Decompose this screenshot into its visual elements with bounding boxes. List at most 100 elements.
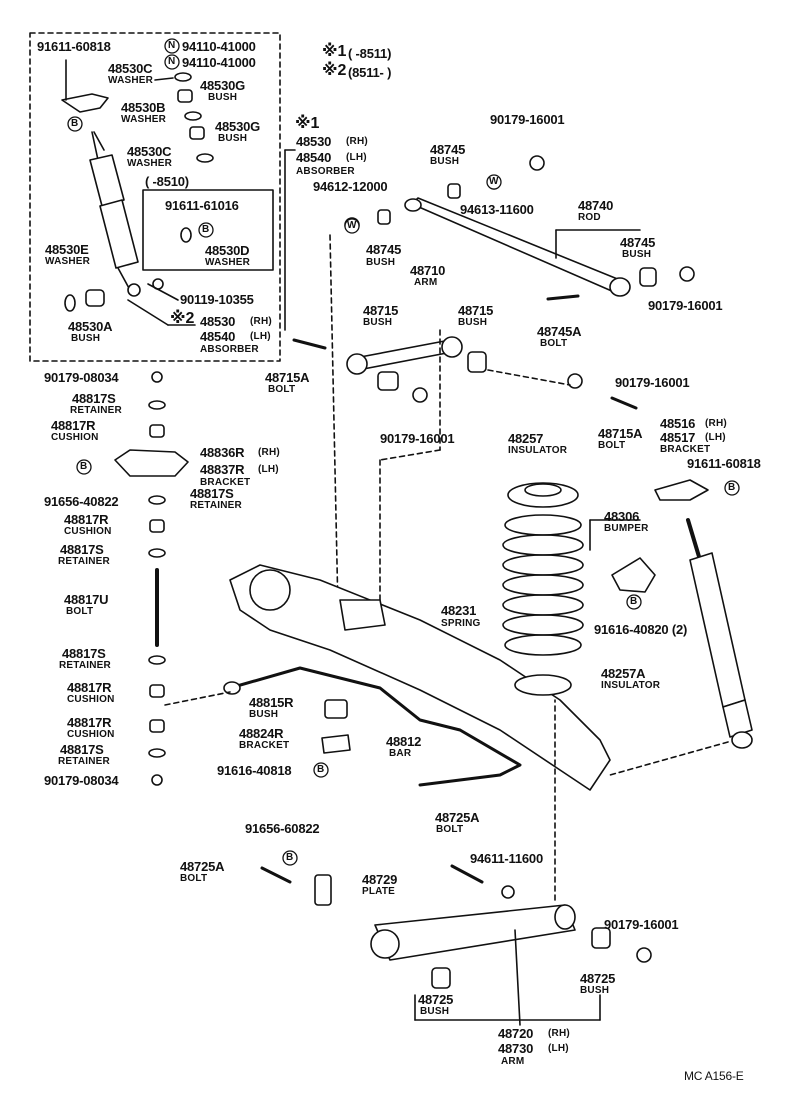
label-48530a: 48530A [68,319,113,334]
name-48725-r: BUSH [580,985,610,996]
label-48715a-r: 48715A [598,426,643,441]
bush-48745-b [377,209,391,225]
label-48530c-2: 48530C [127,144,172,159]
suffix-48517: (LH) [705,432,726,443]
label-48715-l: 48715 [363,303,399,318]
label-90179-16001-c: 90179-16001 [380,431,455,446]
name-48530c-2: WASHER [127,158,173,169]
label-90179-08034-a: 90179-08034 [44,370,119,385]
name-48715a-r: BOLT [598,440,626,451]
name-48231: SPRING [441,618,481,629]
name-48812: BAR [389,748,412,759]
name-48824r: BRACKET [239,740,290,751]
label-91616-40820: 91616-40820 (2) [594,622,688,637]
label-48720: 48720 [498,1026,534,1041]
name-48530e: WASHER [45,256,91,267]
label-91656-60822: 91656-60822 [245,821,320,836]
mark2-absorber: ※2 [170,310,195,327]
label-48817s-1: 48817S [72,391,116,406]
b-mark-label-3: B [80,461,88,472]
label-48817r-3: 48817R [67,680,112,695]
label-48725-l: 48725 [418,992,454,1007]
label-48257: 48257 [508,431,544,446]
rear-shock-absorber-drawing [686,518,753,749]
bolt-48745a [546,294,580,301]
bush-48530g-1 [177,89,193,103]
b-mark-1 [67,116,83,132]
nut-90179-e [636,947,652,963]
front-absorber-group-box [29,32,281,362]
bumper-48306 [611,557,656,593]
name-48817s-1: RETAINER [70,405,122,416]
label-48715-r: 48715 [458,303,494,318]
label-90179-16001-d: 90179-16001 [615,375,690,390]
name-48817u: BOLT [66,606,94,617]
name-48725a-l: BOLT [180,873,208,884]
suffix-48540-lh-2: (LH) [250,331,271,342]
stabilizer-link-stack [114,371,189,786]
name-48530g-2: BUSH [218,133,248,144]
stabilizer-bar-drawing [223,666,522,787]
label-48745-b: 48745 [366,242,402,257]
suffix-48530-rh-1: (RH) [346,136,368,147]
name-48720: ARM [501,1056,525,1067]
label-90119: 90119-10355 [180,292,254,307]
washer-48530c-1 [174,72,192,82]
inset-range: ( -8510) [145,174,189,189]
inset-box [142,189,274,271]
label-48306: 48306 [604,509,640,524]
label-48530d: 48530D [205,243,250,258]
legend-mark-1: ※1 [322,43,347,60]
label-94612: 94612-12000 [313,179,388,194]
b-mark-4 [724,480,740,496]
name-48817s-3: RETAINER [58,556,110,567]
bracket-48516 [654,479,709,501]
label-94613: 94613-11600 [460,202,534,217]
mark1-absorber: ※1 [295,115,320,132]
upper-mount-plate [61,93,109,113]
bush-48530g-2 [189,126,205,140]
name-bracket-l: BRACKET [200,477,251,488]
label-48817s-4: 48817S [62,646,106,661]
w-mark-label-1: W [489,176,499,187]
upper-arm-48710-drawing [346,336,463,375]
n-mark-1 [164,38,180,54]
suffix-48530-rh-2: (RH) [250,316,272,327]
label-91656-40822-a: 91656-40822 [44,494,119,509]
suffix-48837r: (LH) [258,464,279,475]
label-48815r: 48815R [249,695,294,710]
label-48725-r: 48725 [580,971,616,986]
n-mark-label-2: N [168,56,176,67]
label-91611-61016: 91611-61016 [165,198,239,213]
label-94611: 94611-11600 [470,851,543,866]
washer-48530e [64,294,76,312]
diagram-code: MC A156-E [684,1069,744,1083]
label-48740: 48740 [578,198,614,213]
b-mark-label-4: B [728,482,736,493]
suffix-48720: (RH) [548,1028,570,1039]
b-mark-2 [198,222,214,238]
label-91616-40818: 91616-40818 [217,763,292,778]
name-48715-r: BUSH [458,317,488,328]
front-shock-absorber-drawing [89,131,141,297]
name-48530c-1: WASHER [108,75,154,86]
lateral-rod-drawing [404,197,631,297]
label-48530e: 48530E [45,242,89,257]
name-48725a-t: BOLT [436,824,464,835]
name-48257: INSULATOR [508,445,568,456]
b-mark-label-6: B [317,764,325,775]
w-mark-label-2: W [347,220,357,231]
bush-48715-r [467,351,487,373]
name-absorber-2: ABSORBER [200,344,259,355]
name-48715-l: BUSH [363,317,393,328]
label-48824r: 48824R [239,726,284,741]
legend-range-1: ( -8511) [348,46,392,61]
label-48812: 48812 [386,734,422,749]
name-48815r: BUSH [249,709,279,720]
label-48530c-1: 48530C [108,61,153,76]
b-mark-3 [76,459,92,475]
label-48817s-3: 48817S [60,542,104,557]
bolt-48715a-r [610,396,638,410]
label-48817r-4: 48817R [67,715,112,730]
suffix-48730: (LH) [548,1043,569,1054]
